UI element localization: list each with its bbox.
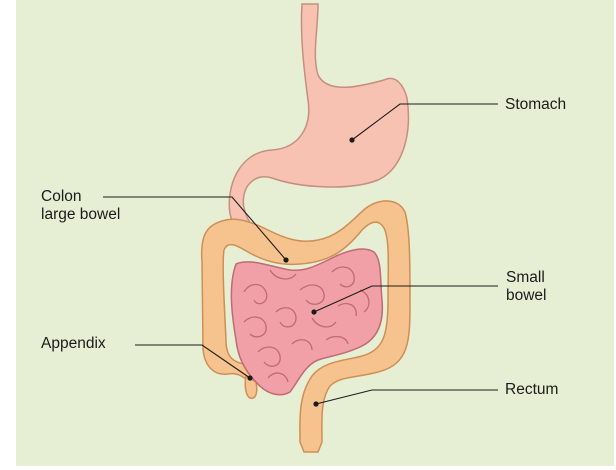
colon-label-line1: Colon <box>41 188 120 206</box>
small-bowel-label: Small bowel <box>506 269 547 305</box>
small-bowel-label-line1: Small <box>506 269 547 287</box>
rectum-label: Rectum <box>505 381 558 399</box>
colon-label-line2: large bowel <box>41 206 120 224</box>
appendix-label: Appendix <box>41 335 106 353</box>
colon-label: Colon large bowel <box>41 188 120 224</box>
small-bowel-label-line2: bowel <box>506 287 547 305</box>
stomach-label: Stomach <box>505 96 566 114</box>
rectum-leader <box>313 390 498 407</box>
